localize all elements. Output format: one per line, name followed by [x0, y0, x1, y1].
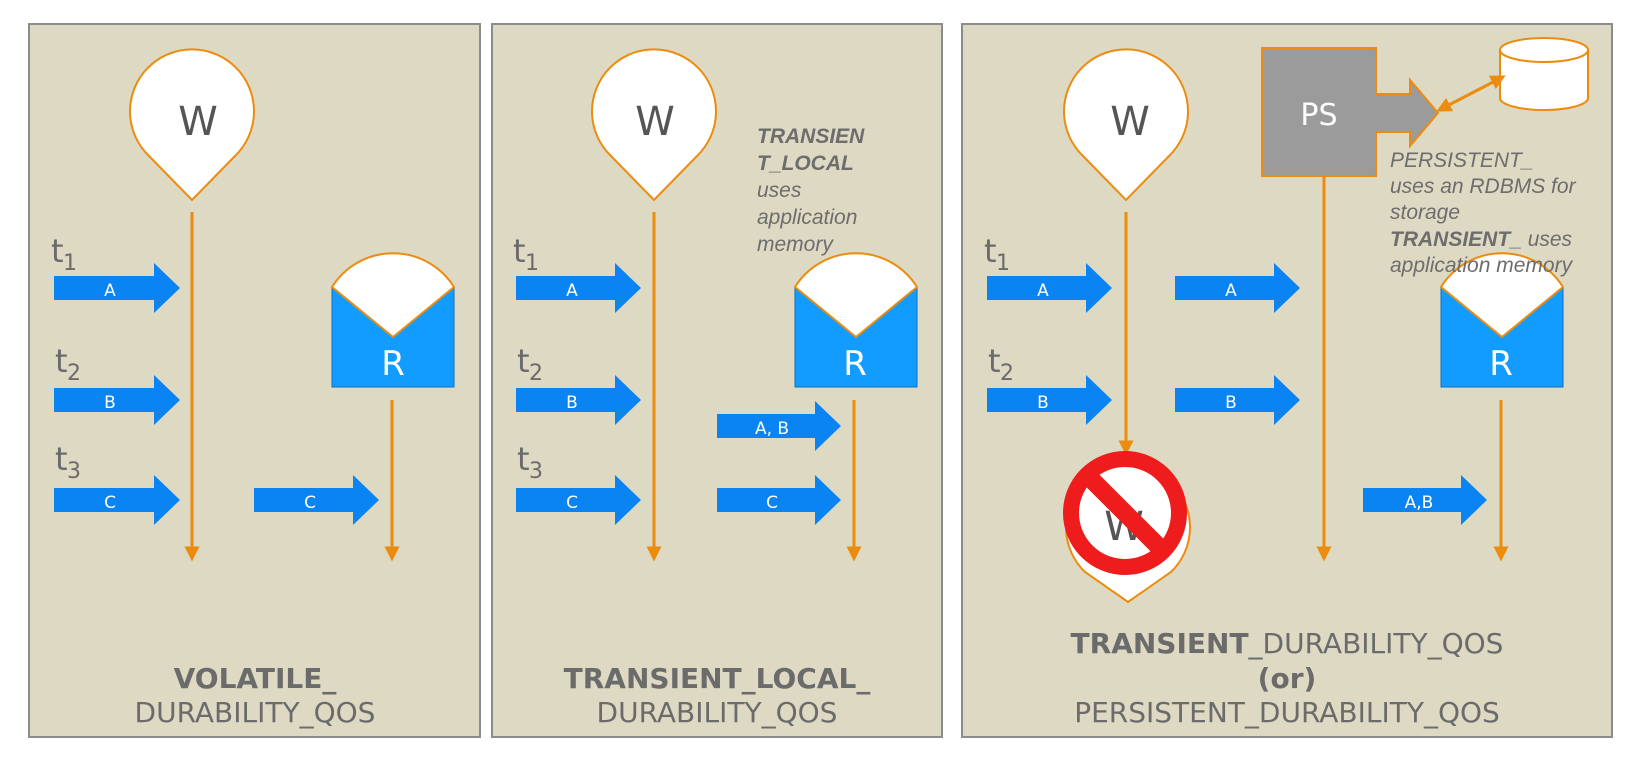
- svg-text:t: t: [55, 440, 68, 478]
- svg-text:TRANSIEN: TRANSIEN: [757, 125, 865, 148]
- svg-text:C: C: [566, 493, 578, 513]
- svg-text:B: B: [104, 393, 116, 413]
- reader-label: R: [843, 344, 867, 384]
- svg-text:3: 3: [67, 459, 81, 484]
- panel-title: DURABILITY_QOS: [135, 696, 376, 729]
- svg-text:t: t: [55, 342, 68, 380]
- panel-transient-local: W t 1 t 2 t 3 A B C TRANSIEN T: [491, 23, 943, 738]
- svg-text:A: A: [566, 281, 578, 301]
- writer-pin-icon: W: [591, 48, 717, 202]
- panel-title-line3: PERSISTENT_DURABILITY_QOS: [1074, 696, 1500, 729]
- writer-label: W: [635, 99, 675, 145]
- svg-text:2: 2: [1000, 361, 1014, 386]
- svg-text:3: 3: [529, 459, 543, 484]
- panel-title-bold: VOLATILE_: [174, 662, 337, 695]
- sample-arrow-c: C: [516, 475, 641, 525]
- svg-text:A,B: A,B: [1405, 493, 1434, 513]
- svg-text:B: B: [1225, 393, 1237, 413]
- svg-text:t: t: [984, 232, 997, 270]
- sample-arrow-a: A: [516, 263, 641, 313]
- svg-text:t: t: [51, 232, 64, 270]
- time-label-t1: t 1: [513, 232, 539, 276]
- sample-arrow-b: B: [516, 375, 641, 425]
- svg-text:uses: uses: [757, 179, 802, 202]
- svg-text:TRANSIENT_ uses: TRANSIENT_ uses: [1390, 228, 1573, 251]
- panel-title-line2: (or): [1258, 662, 1317, 695]
- svg-text:B: B: [1037, 393, 1049, 413]
- svg-text:A: A: [1037, 281, 1049, 301]
- reader-envelope-icon: R: [793, 252, 919, 388]
- panel-transient-persistent: W W t 1 t 2 A B: [961, 23, 1613, 738]
- transient-local-note: TRANSIEN T_LOCAL uses application memory: [757, 125, 865, 256]
- svg-text:C: C: [304, 493, 316, 513]
- writer-label: W: [178, 99, 218, 145]
- ps-label: PS: [1300, 98, 1337, 133]
- time-label-t2: t 2: [517, 342, 543, 386]
- reader-label: R: [1489, 344, 1513, 384]
- panel-title: DURABILITY_QOS: [597, 696, 838, 729]
- svg-text:T_LOCAL: T_LOCAL: [757, 152, 854, 175]
- time-label-t1: t 1: [984, 232, 1010, 276]
- panel-title-bold: TRANSIENT_LOCAL_: [564, 662, 871, 695]
- svg-text:storage: storage: [1390, 201, 1460, 224]
- reader-label: R: [381, 344, 405, 384]
- sample-arrow-b: B: [987, 375, 1112, 425]
- prohibited-icon: [1063, 451, 1187, 575]
- time-label-t3: t 3: [517, 440, 543, 484]
- writer-pin-icon: W: [1063, 48, 1189, 202]
- reader-arrow-ab: A,B: [1363, 475, 1487, 525]
- svg-text:t: t: [517, 440, 530, 478]
- svg-text:t: t: [517, 342, 530, 380]
- stopped-writer-pin-icon: W: [1063, 451, 1191, 604]
- svg-text:2: 2: [67, 361, 81, 386]
- reader-arrow-ab: A, B: [717, 401, 841, 451]
- svg-text:1: 1: [525, 251, 539, 276]
- reader-arrow-c: C: [717, 475, 841, 525]
- panel-volatile: W t 1 t 2 t 3 A B C: [28, 23, 481, 738]
- svg-text:application memory: application memory: [1390, 254, 1574, 277]
- reader-arrow-c: C: [254, 475, 379, 525]
- time-label-t2: t 2: [988, 342, 1014, 386]
- time-label-t3: t 3: [55, 440, 81, 484]
- svg-text:t: t: [513, 232, 526, 270]
- svg-text:A: A: [1225, 281, 1237, 301]
- svg-text:PERSISTENT_: PERSISTENT_: [1390, 149, 1534, 172]
- sample-arrow-b: B: [54, 375, 180, 425]
- reader-envelope-icon: R: [1439, 252, 1565, 388]
- panel-title-line1: TRANSIENT_DURABILITY_QOS: [1071, 627, 1504, 660]
- svg-text:A, B: A, B: [755, 419, 789, 439]
- sample-arrow-a: A: [987, 263, 1112, 313]
- svg-text:t: t: [988, 342, 1001, 380]
- reader-envelope-icon: R: [330, 252, 456, 388]
- ps-arrow-a: A: [1175, 263, 1300, 313]
- svg-text:A: A: [104, 281, 116, 301]
- svg-text:application: application: [757, 206, 857, 229]
- time-label-t2: t 2: [55, 342, 81, 386]
- writer-label: W: [1110, 99, 1150, 145]
- svg-text:1: 1: [63, 251, 77, 276]
- svg-text:C: C: [766, 493, 778, 513]
- time-label-t1: t 1: [51, 232, 77, 276]
- database-cylinder-icon: [1499, 37, 1589, 111]
- svg-text:1: 1: [996, 251, 1010, 276]
- svg-text:C: C: [104, 493, 116, 513]
- sample-arrow-c: C: [54, 475, 180, 525]
- persistence-service-icon: PS: [1261, 47, 1440, 177]
- svg-text:B: B: [566, 393, 578, 413]
- durability-note: PERSISTENT_ uses an RDBMS for storage TR…: [1390, 149, 1577, 277]
- database-link-arrow: [1436, 75, 1506, 112]
- svg-text:uses an RDBMS for: uses an RDBMS for: [1390, 175, 1577, 198]
- writer-pin-icon: W: [129, 48, 255, 202]
- sample-arrow-a: A: [54, 263, 180, 313]
- ps-arrow-b: B: [1175, 375, 1300, 425]
- svg-text:memory: memory: [757, 233, 834, 256]
- svg-text:2: 2: [529, 361, 543, 386]
